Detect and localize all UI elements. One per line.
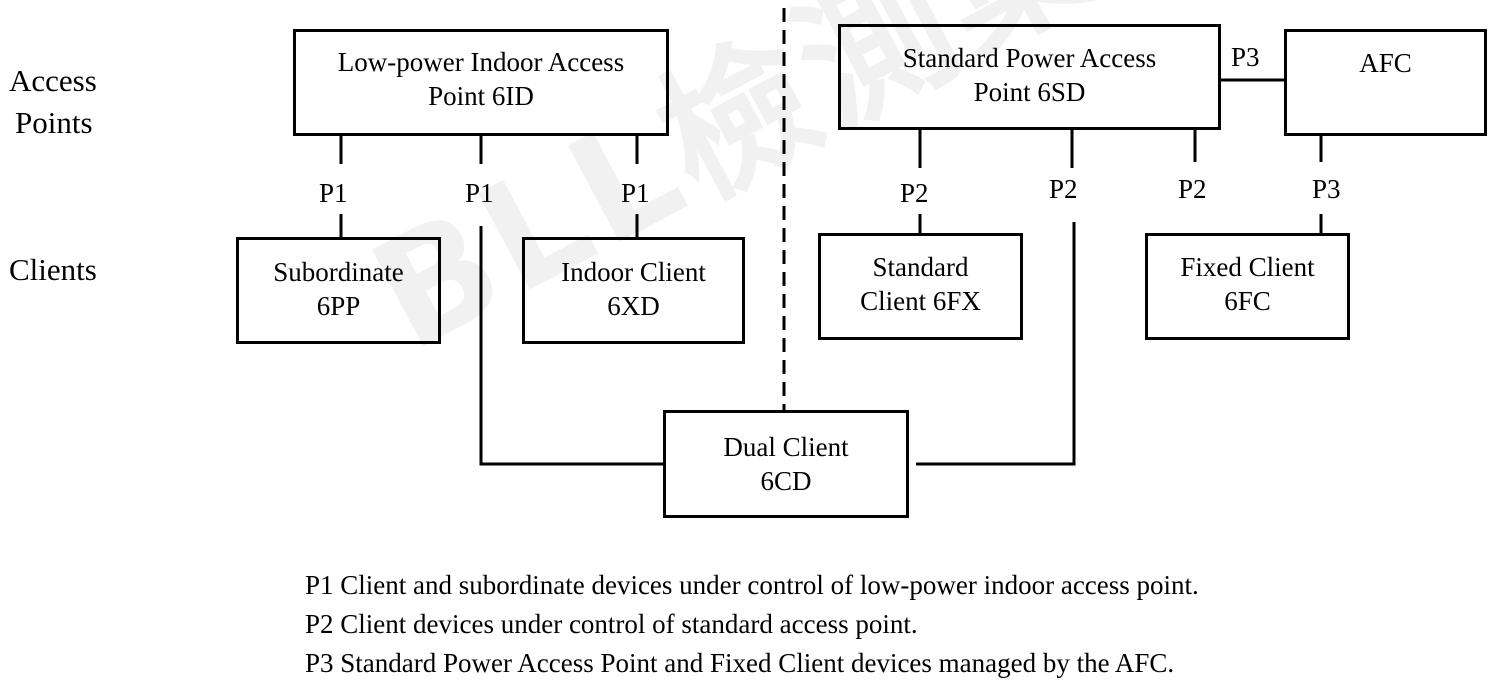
link-label-p1-subordinate: P1 — [319, 178, 348, 208]
node-label: Client 6FX — [860, 286, 981, 316]
afc-node: AFC — [1284, 29, 1487, 136]
link-label-p2-dual: P2 — [1049, 174, 1078, 204]
legend-item: P1 Client and subordinate devices under … — [305, 570, 1199, 600]
link-label-p3-afc: P3 — [1231, 42, 1260, 72]
node-label: Indoor Client — [561, 257, 706, 287]
node-label: Low-power Indoor Access — [337, 47, 625, 77]
link-label-p2-standard: P2 — [900, 178, 929, 208]
node-label: Standard Power Access — [902, 43, 1157, 73]
legend-item: P3 Standard Power Access Point and Fixed… — [305, 648, 1175, 678]
legend: P1 Client and subordinate devices under … — [305, 566, 1199, 683]
node-label: Subordinate — [273, 257, 404, 287]
node-label: Standard — [872, 252, 969, 282]
standard-power-ap-node: Standard Power Access Point 6SD — [838, 24, 1221, 130]
indoor-client-node: Indoor Client 6XD — [522, 237, 745, 344]
fixed-client-node: Fixed Client 6FC — [1145, 233, 1350, 340]
row-label-clients: Clients — [9, 252, 97, 287]
legend-item: P2 Client devices under control of stand… — [305, 609, 918, 639]
link-sp-dual-lower — [916, 222, 1076, 466]
low-power-indoor-ap-node: Low-power Indoor Access Point 6ID — [293, 29, 669, 136]
link-label-p1-indoor: P1 — [621, 178, 650, 208]
dual-client-node: Dual Client 6CD — [663, 410, 909, 518]
node-label: Point 6ID — [428, 81, 534, 111]
node-label: 6CD — [760, 466, 812, 496]
link-label-p3-fixed: P3 — [1312, 174, 1341, 204]
node-label: Dual Client — [723, 432, 849, 462]
node-label: Fixed Client — [1180, 252, 1315, 282]
node-label: 6PP — [316, 291, 361, 321]
row-label-access-points: Access Points — [9, 63, 97, 140]
node-label: 6FC — [1224, 286, 1271, 316]
node-label: 6XD — [607, 291, 660, 321]
link-label-p1-dual: P1 — [465, 178, 494, 208]
node-label: AFC — [1359, 48, 1412, 78]
subordinate-node: Subordinate 6PP — [236, 237, 441, 344]
standard-client-node: Standard Client 6FX — [818, 233, 1023, 340]
link-label-p2-fixed: P2 — [1178, 174, 1207, 204]
link-lp-dual-lower — [479, 226, 665, 466]
node-label: Point 6SD — [973, 77, 1086, 107]
